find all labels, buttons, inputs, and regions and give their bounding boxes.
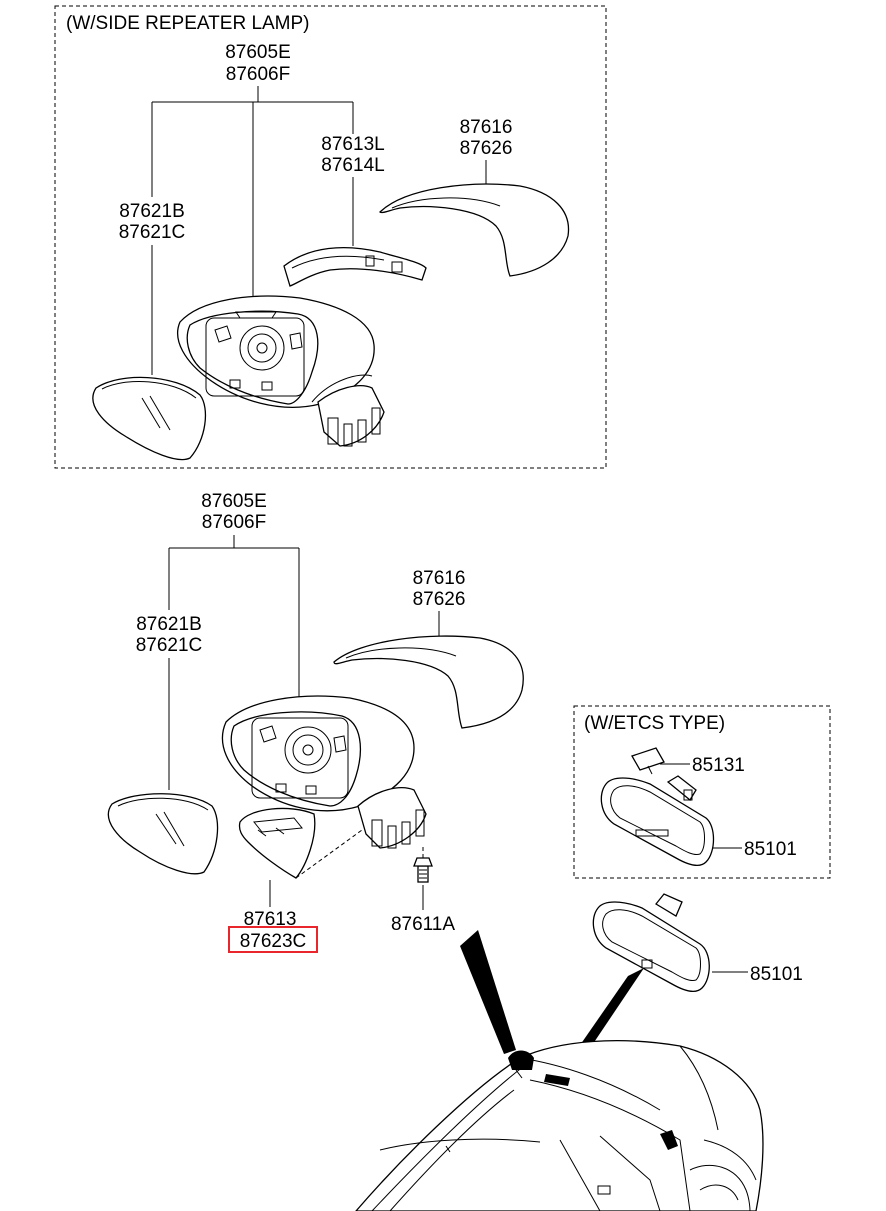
- bottom-mirror-trim: [238, 807, 363, 879]
- bottom-cover-label-1: 87616: [413, 568, 466, 589]
- bottom-mirror-glass: [107, 793, 219, 875]
- standalone-inside-mirror-section: 85101: [592, 893, 803, 993]
- etcs-bracket-label: 85131: [692, 755, 745, 776]
- bottom-trim-label-1: 87613: [244, 909, 297, 930]
- side-repeater-box-title: (W/SIDE REPEATER LAMP): [66, 13, 310, 34]
- top-repeater-label-1: 87613L: [321, 134, 384, 155]
- standalone-inside-mirror: [592, 893, 710, 993]
- side-repeater-section: (W/SIDE REPEATER LAMP) 87605E 87606F 876…: [54, 5, 607, 469]
- vehicle-location: [355, 930, 764, 1211]
- etcs-box: [573, 705, 831, 879]
- bottom-assembly-label-2: 87606F: [202, 512, 266, 533]
- top-mirror-cover: [379, 183, 570, 277]
- inside-mirror-label: 85101: [750, 964, 803, 985]
- etcs-box-title: (W/ETCS TYPE): [584, 713, 725, 734]
- top-repeater-label-2: 87614L: [321, 155, 384, 176]
- pointer-side-mirror: [460, 930, 516, 1054]
- etcs-bracket: [631, 747, 665, 775]
- top-cover-label-2: 87626: [460, 138, 513, 159]
- etcs-section: (W/ETCS TYPE) 85131 85101: [573, 705, 831, 879]
- top-assembly-label-1: 87605E: [225, 42, 291, 63]
- top-side-repeater: [283, 246, 427, 287]
- highlighted-part-box: [228, 926, 318, 953]
- bottom-screw-label: 87611A: [391, 914, 455, 935]
- bottom-trim-label-2: 87623C: [240, 931, 307, 952]
- top-cover-label-1: 87616: [460, 117, 513, 138]
- top-glass-label-1: 87621B: [119, 201, 185, 222]
- top-glass-label-2: 87621C: [119, 222, 186, 243]
- side-repeater-box: [54, 5, 607, 469]
- top-assembly-label-2: 87606F: [226, 64, 290, 85]
- bottom-assembly-label-1: 87605E: [201, 491, 267, 512]
- top-leader-lines: [151, 86, 487, 375]
- top-mirror-glass: [92, 376, 207, 461]
- bottom-mirror-cover: [333, 635, 524, 729]
- etcs-inside-mirror: [600, 775, 715, 867]
- bottom-mirror-housing: [221, 695, 427, 849]
- bottom-screw: [413, 846, 433, 883]
- bottom-cover-label-2: 87626: [413, 589, 466, 610]
- top-mirror-housing: [177, 295, 385, 447]
- bottom-glass-label-2: 87621C: [136, 635, 203, 656]
- standard-mirror-section: 87605E 87606F 87621B 87621C 87616 87626 …: [107, 491, 524, 953]
- bottom-glass-label-1: 87621B: [136, 614, 202, 635]
- vehicle-outline: [355, 1040, 764, 1211]
- etcs-mirror-label: 85101: [744, 839, 797, 860]
- bottom-leader-lines: [168, 535, 440, 910]
